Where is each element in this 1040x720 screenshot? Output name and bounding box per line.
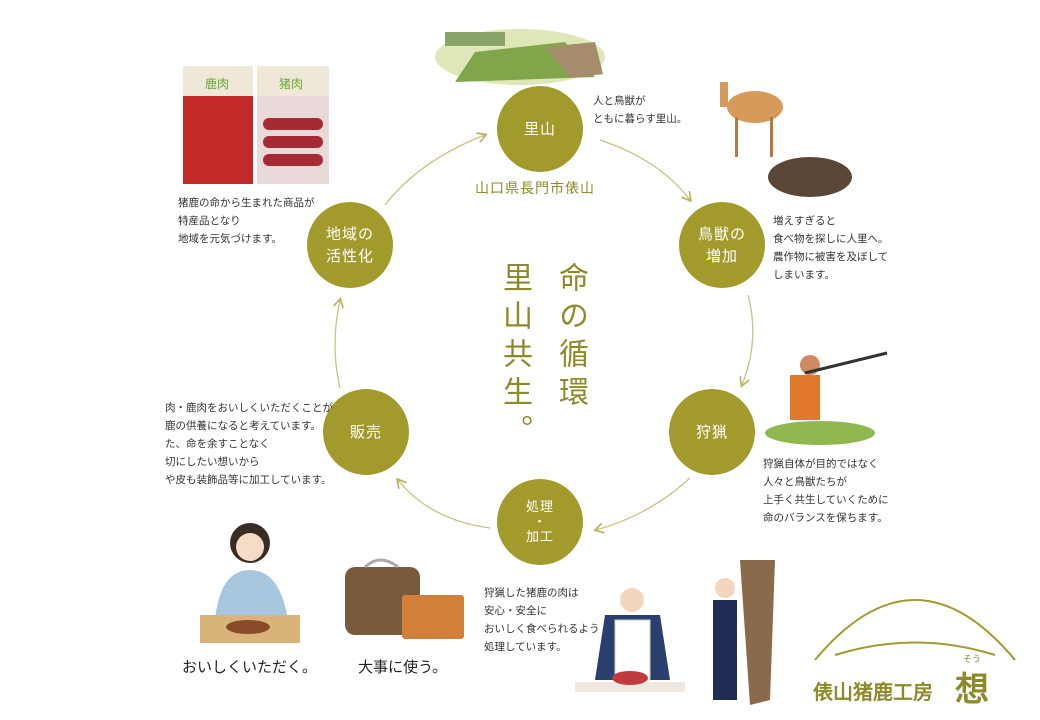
caption-eat: おいしくいただく。 — [182, 658, 318, 676]
logo-name: 俵山猪鹿工房 — [813, 680, 933, 704]
person-eating-illustration — [200, 523, 300, 643]
deer-boar-illustration — [720, 82, 852, 197]
desc-hunting: 狩猟自体が目的ではなく 人々と鳥獣たちが 上手く共生していくために 命のバランス… — [763, 458, 889, 524]
desc-processing: 狩猟した猪鹿の肉は 安心・安全に おいしく食べられるよう 処理しています。 — [484, 587, 600, 653]
center-title-2: 里山共生。 — [497, 262, 532, 452]
satoyama-landscape-illustration — [435, 29, 605, 85]
caption-use: 大事に使う。 — [358, 658, 448, 676]
brand-logo: 俵山猪鹿工房 想 そう — [805, 590, 1025, 710]
logo-mark: 想 — [955, 670, 989, 710]
leather-goods-illustration — [345, 558, 464, 639]
desc-sales: 肉・鹿肉をおいしくいただくことが 鹿の供養になると考えています。 た、命を余すこ… — [165, 402, 333, 486]
arrow-4 — [398, 480, 491, 529]
product-label-deer: 鹿肉 — [205, 76, 229, 91]
arrow-1 — [599, 139, 690, 200]
desc-wildlife-increase: 増えすぎると 食べ物を探しに人里へ。 農作物に被害を及ぼして しまいます。 — [773, 215, 889, 281]
node-revitalization: 地域の 活性化 — [307, 202, 393, 288]
center-title-1: 命の循環 — [553, 262, 588, 414]
arrow-6 — [384, 135, 485, 206]
desc-revitalization: 猪鹿の命から生まれた商品が 特産品となり 地域を元気づけます。 — [178, 197, 315, 245]
node-satoyama: 里山 — [497, 86, 583, 172]
hunter-illustration — [765, 351, 888, 445]
node-wildlife-increase: 鳥獣の 増加 — [679, 202, 765, 288]
node-sales: 販売 — [323, 389, 409, 475]
meat-products-illustration: 鹿肉 猪肉 — [183, 66, 329, 184]
node-hunting: 狩猟 — [669, 389, 755, 475]
arrow-5 — [335, 300, 340, 389]
node-processing: 処理 ・ 加工 — [497, 479, 583, 565]
location-label: 山口県長門市俵山 — [475, 181, 595, 197]
processing-workers-illustration — [575, 560, 775, 705]
logo-mountain-icon — [814, 598, 1016, 661]
product-label-boar: 猪肉 — [279, 77, 303, 91]
arrow-2 — [742, 294, 754, 385]
logo-reading: そう — [963, 655, 982, 665]
desc-satoyama: 人と鳥獣が ともに暮らす里山。 — [593, 95, 688, 125]
arrow-3 — [596, 477, 691, 530]
